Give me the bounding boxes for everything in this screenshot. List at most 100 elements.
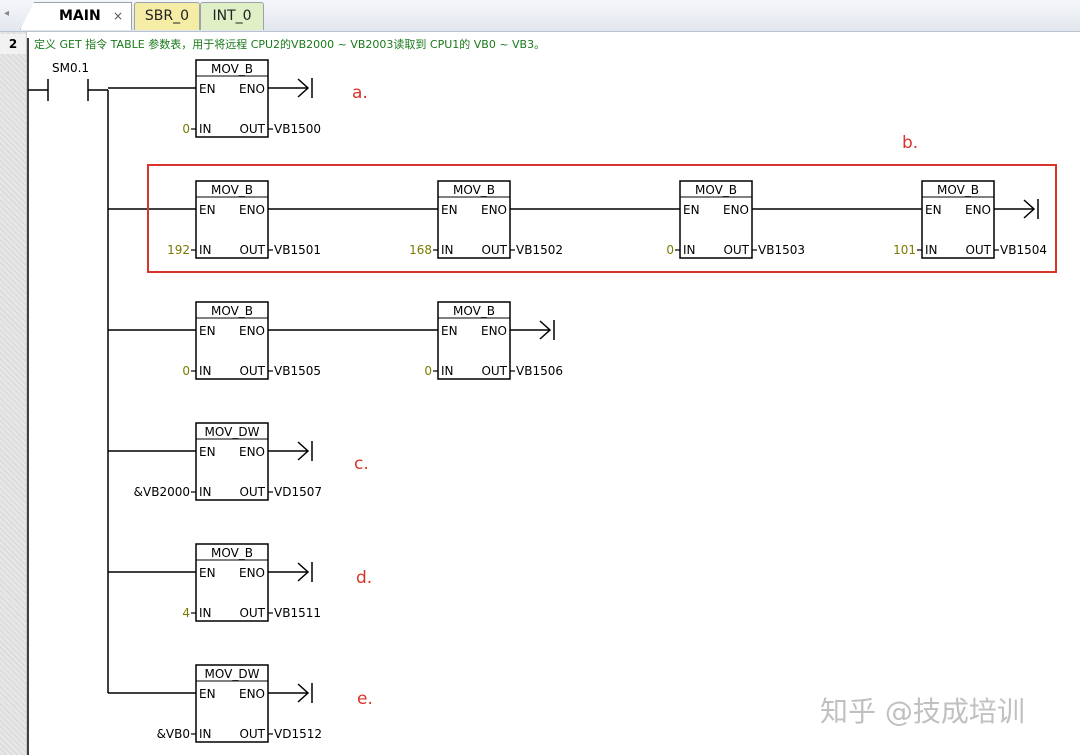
ladder-wires (27, 38, 1039, 755)
pin-out-label: OUT (723, 243, 749, 257)
mov-block-title: MOV_B (453, 183, 495, 197)
mov-out-value: VB1504 (1000, 243, 1047, 257)
pin-in-label: IN (199, 606, 212, 620)
pin-eno-label: ENO (239, 82, 265, 96)
pin-eno-label: ENO (481, 203, 507, 217)
mov-block-title: MOV_B (211, 546, 253, 560)
pin-en-label: EN (199, 566, 216, 580)
annotation-a: a. (352, 83, 368, 103)
mov-out-value: VB1503 (758, 243, 805, 257)
annotation-c: c. (354, 454, 369, 474)
mov-block: MOV_B EN ENO IN OUT 0 VB1503 (666, 180, 805, 259)
pin-en-label: EN (925, 203, 942, 217)
network-comment[interactable]: 定义 GET 指令 TABLE 参数表，用于将远程 CPU2的VB2000 ~ … (34, 38, 546, 51)
mov-block-title: MOV_B (453, 304, 495, 318)
tab-main[interactable]: MAIN × (20, 2, 132, 30)
pin-out-label: OUT (239, 606, 265, 620)
pin-en-label: EN (199, 687, 216, 701)
output-arrow-icon (297, 441, 310, 461)
mov-block-title: MOV_B (211, 304, 253, 318)
pin-in-label: IN (441, 243, 454, 257)
watermark-text: 知乎 @技成培训 (820, 695, 1025, 728)
pin-out-label: OUT (481, 243, 507, 257)
mov-block-title: MOV_DW (205, 425, 260, 439)
tab-main-label: MAIN (59, 8, 101, 24)
mov-block-frame (679, 180, 753, 259)
pin-in-label: IN (925, 243, 938, 257)
mov-in-value: 4 (182, 606, 190, 620)
output-arrow-icon (539, 320, 552, 340)
annotation-b: b. (902, 133, 918, 153)
mov-in-value: 0 (666, 243, 674, 257)
mov-out-value: VB1501 (274, 243, 321, 257)
mov-in-value: &VB2000 (134, 485, 190, 499)
pin-eno-label: ENO (239, 203, 265, 217)
pin-out-label: OUT (239, 485, 265, 499)
network-number[interactable]: 2 (0, 34, 26, 54)
pin-out-label: OUT (965, 243, 991, 257)
tab-close-icon[interactable]: × (113, 9, 124, 23)
tab-sbr-0-label: SBR_0 (144, 8, 190, 24)
annotation-e: e. (357, 689, 373, 709)
pin-eno-label: ENO (239, 324, 265, 338)
pin-out-label: OUT (239, 122, 265, 136)
pin-eno-label: ENO (239, 566, 265, 580)
mov-block-frame (437, 301, 511, 380)
mov-in-value: 168 (409, 243, 432, 257)
tab-int-0[interactable]: INT_0 (200, 2, 264, 30)
mov-block-frame (195, 301, 269, 380)
mov-block-frame (195, 422, 269, 501)
mov-out-value: VB1505 (274, 364, 321, 378)
mov-block: MOV_B EN ENO IN OUT 4 VB1511 (182, 543, 321, 622)
mov-out-value: VB1502 (516, 243, 563, 257)
pin-en-label: EN (199, 445, 216, 459)
mov-in-value: 101 (893, 243, 916, 257)
pin-out-label: OUT (239, 243, 265, 257)
network-gutter (0, 32, 27, 755)
mov-in-value: 192 (167, 243, 190, 257)
pin-in-label: IN (441, 364, 454, 378)
pin-eno-label: ENO (965, 203, 991, 217)
pin-in-label: IN (199, 122, 212, 136)
tab-sbr-0[interactable]: SBR_0 (134, 2, 200, 30)
output-arrow-icon (297, 562, 310, 582)
pin-eno-label: ENO (239, 687, 265, 701)
output-arrow-icon (1023, 199, 1036, 219)
mov-block-frame (195, 543, 269, 622)
pin-in-label: IN (199, 485, 212, 499)
pin-in-label: IN (683, 243, 696, 257)
annotation-d: d. (356, 568, 372, 588)
pin-out-label: OUT (239, 727, 265, 741)
mov-block-frame (195, 59, 269, 138)
mov-in-value: &VB0 (157, 727, 190, 741)
mov-block-title: MOV_DW (205, 667, 260, 681)
mov-out-value: VB1511 (274, 606, 321, 620)
mov-in-value: 0 (182, 364, 190, 378)
output-arrow-icon (297, 78, 310, 98)
mov-block-frame (437, 180, 511, 259)
mov-block-frame (195, 664, 269, 743)
pin-out-label: OUT (481, 364, 507, 378)
mov-block-title: MOV_B (695, 183, 737, 197)
mov-block-frame (195, 180, 269, 259)
pin-en-label: EN (441, 324, 458, 338)
pin-eno-label: ENO (723, 203, 749, 217)
pin-en-label: EN (199, 203, 216, 217)
highlight-box-b (147, 164, 1057, 273)
pin-en-label: EN (683, 203, 700, 217)
mov-block-frame (921, 180, 995, 259)
contact-label: SM0.1 (52, 61, 89, 75)
pin-en-label: EN (199, 82, 216, 96)
output-arrow-icon (297, 683, 310, 703)
editor-tab-bar: ◂ MAIN × SBR_0 INT_0 (0, 0, 1080, 32)
tab-scroll-left-icon[interactable]: ◂ (4, 8, 10, 19)
mov-block-title: MOV_B (211, 62, 253, 76)
pin-in-label: IN (199, 364, 212, 378)
